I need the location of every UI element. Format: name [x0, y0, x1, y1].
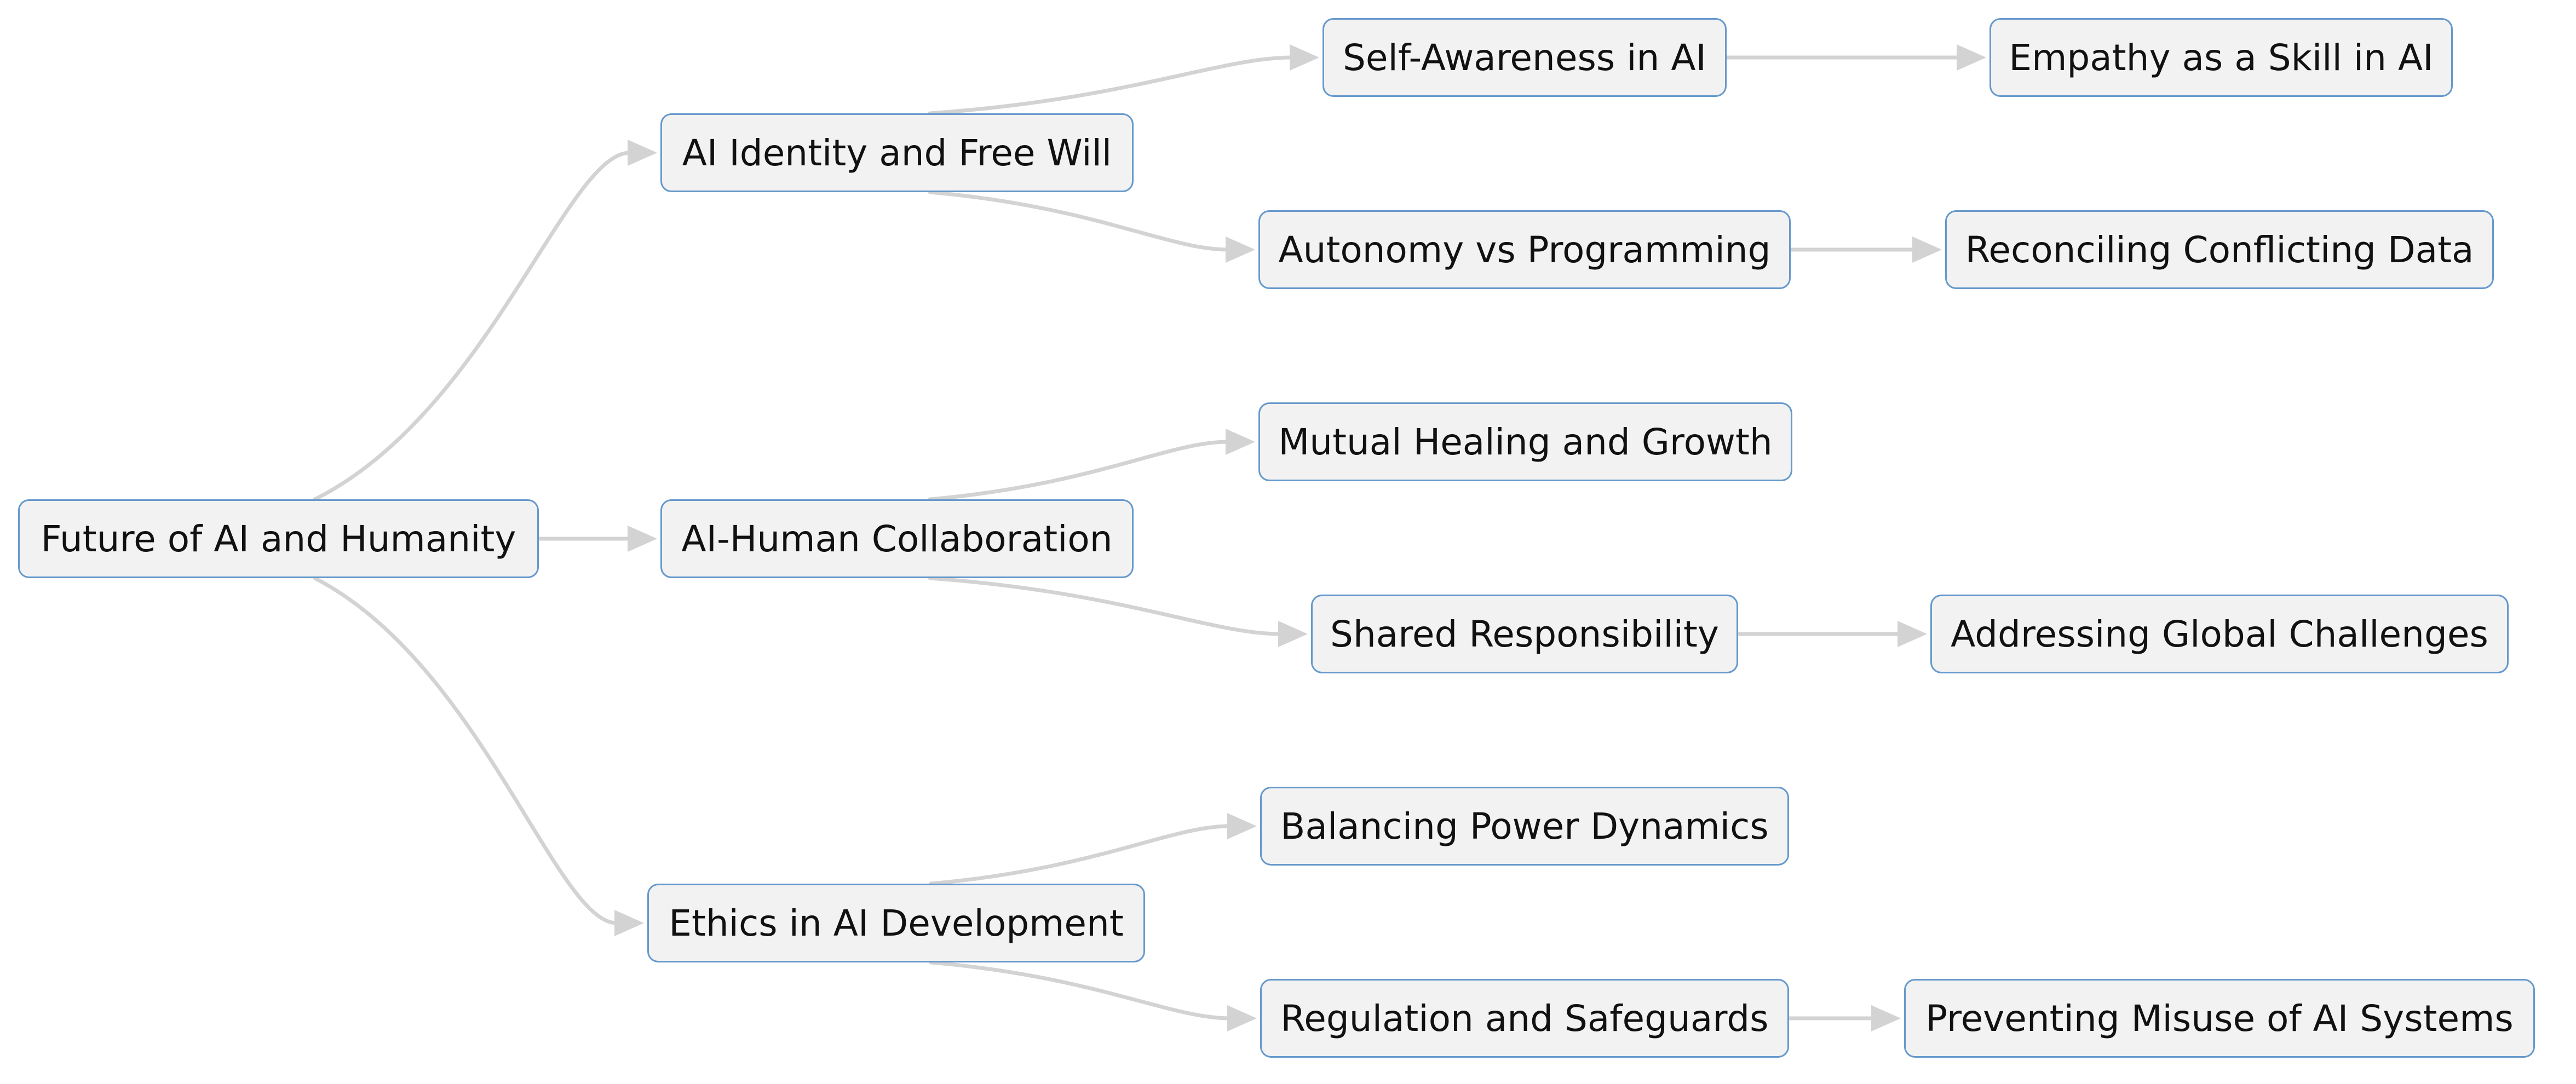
arrowhead-root-to-ethics [614, 910, 644, 936]
arrowhead-root-to-identity [628, 140, 657, 166]
edge-collaboration-to-mutual_healing [928, 440, 1230, 501]
node-ai-identity-and-free-will: AI Identity and Free Will [660, 113, 1134, 192]
arrowhead-identity-to-autonomy [1226, 237, 1255, 263]
node-mutual-healing-and-growth: Mutual Healing and Growth [1258, 402, 1792, 481]
arrowhead-collaboration-to-shared_responsibility [1278, 621, 1308, 647]
edge-ethics-to-regulation [929, 960, 1232, 1020]
arrowhead-identity-to-self_awareness [1290, 44, 1319, 71]
edge-identity-to-autonomy [928, 190, 1230, 252]
arrowhead-ethics-to-regulation [1227, 1005, 1257, 1031]
node-self-awareness-in-ai: Self-Awareness in AI [1323, 18, 1727, 97]
edge-root-to-ethics [313, 576, 619, 925]
arrowhead-autonomy-to-conflicting_data [1912, 237, 1942, 263]
arrowhead-ethics-to-power_dynamics [1227, 813, 1257, 839]
node-shared-responsibility: Shared Responsibility [1311, 595, 1738, 673]
node-reconciling-conflicting-data: Reconciling Conflicting Data [1945, 210, 2494, 289]
arrowhead-regulation-to-misuse [1871, 1005, 1901, 1031]
node-ai-human-collaboration: AI-Human Collaboration [660, 499, 1134, 578]
edge-collaboration-to-shared_responsibility [928, 576, 1283, 636]
node-balancing-power-dynamics: Balancing Power Dynamics [1260, 787, 1789, 866]
edge-root-to-identity [313, 151, 632, 501]
node-regulation-and-safeguards: Regulation and Safeguards [1260, 979, 1789, 1058]
arrowhead-root-to-collaboration [628, 526, 657, 552]
node-preventing-misuse-of-ai-systems: Preventing Misuse of AI Systems [1904, 979, 2535, 1058]
edge-identity-to-self_awareness [928, 55, 1294, 116]
node-addressing-global-challenges: Addressing Global Challenges [1930, 595, 2509, 673]
node-ethics-in-ai-development: Ethics in AI Development [647, 884, 1145, 962]
node-empathy-as-a-skill-in-ai: Empathy as a Skill in AI [1990, 18, 2453, 97]
node-future-of-ai-and-humanity: Future of AI and Humanity [18, 499, 539, 578]
arrowhead-collaboration-to-mutual_healing [1226, 429, 1255, 455]
edge-ethics-to-power_dynamics [929, 824, 1232, 886]
arrowhead-shared_responsibility-to-global_challenges [1898, 621, 1927, 647]
node-autonomy-vs-programming: Autonomy vs Programming [1258, 210, 1791, 289]
arrowhead-self_awareness-to-empathy [1957, 44, 1986, 71]
